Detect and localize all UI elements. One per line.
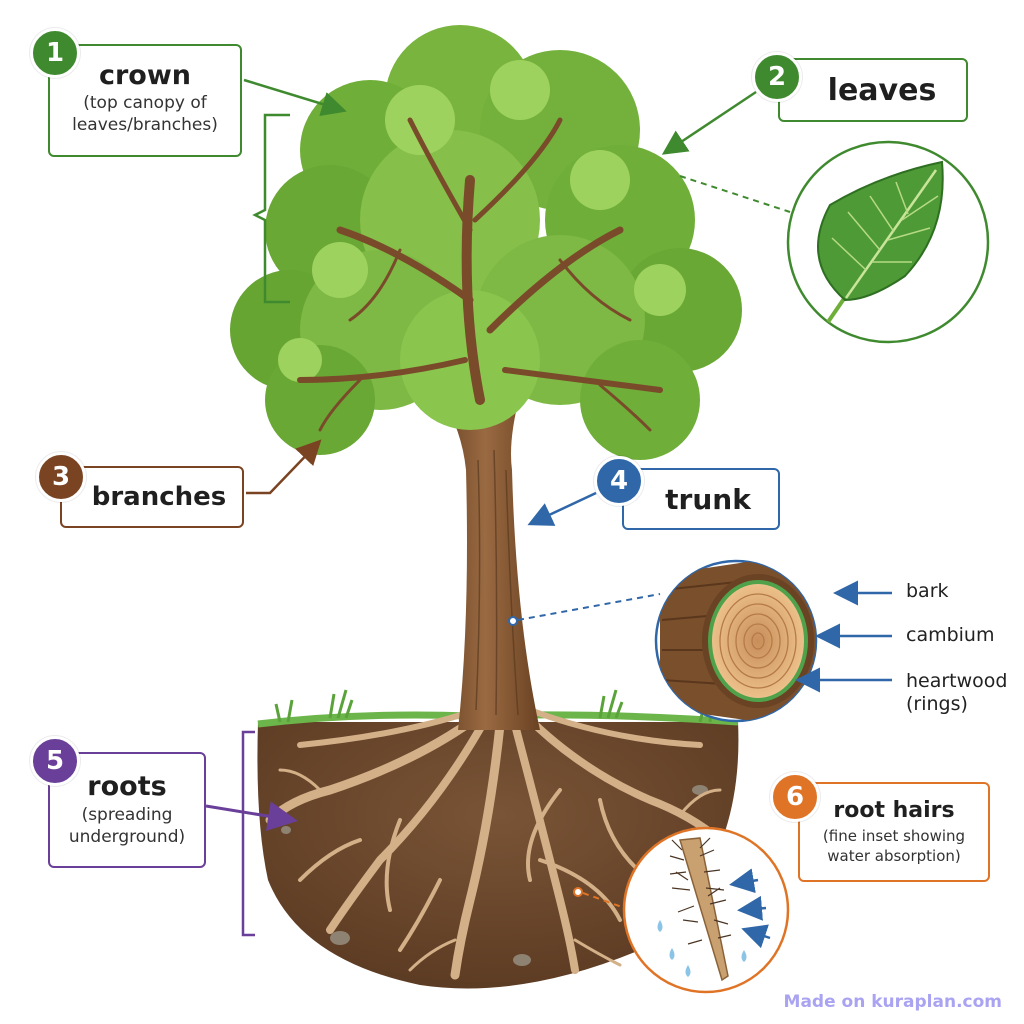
- heartwood-line-2: (rings): [906, 693, 968, 715]
- leaves-number-badge: 2: [752, 52, 802, 102]
- roots-sub-2: underground): [68, 827, 186, 847]
- crown-foliage: [230, 25, 742, 460]
- roots-arrow: [205, 801, 298, 831]
- root-hair-inset: [622, 826, 790, 994]
- trunk-label: trunk: [622, 468, 780, 530]
- crown-number-badge: 1: [30, 28, 80, 78]
- crown-sub-1: (top canopy of: [83, 93, 207, 113]
- roots-title: roots: [87, 771, 167, 802]
- leaves-label: leaves: [778, 58, 968, 122]
- branches-number-badge: 3: [36, 452, 86, 502]
- trunk-inset: [654, 559, 818, 723]
- branches-arrow: [246, 439, 322, 495]
- leaves-arrow: [661, 90, 757, 155]
- branches: [297, 117, 663, 432]
- crown-title: crown: [98, 60, 192, 91]
- root-hairs-sub-2: water absorption): [827, 847, 961, 865]
- leaf-inset: [786, 140, 990, 344]
- root-hairs-title: root hairs: [833, 798, 955, 823]
- root-hairs-number-badge: 6: [770, 772, 820, 822]
- trunk-title: trunk: [665, 482, 751, 516]
- roots-number-badge: 5: [30, 736, 80, 786]
- leaf-inset-connector: [679, 175, 791, 213]
- heartwood-annotation: heartwood (rings): [906, 670, 1008, 716]
- roots-sub-1: (spreading: [81, 805, 173, 825]
- credit-text: Made on kuraplan.com: [783, 992, 1002, 1012]
- trunk-number-badge: 4: [594, 456, 644, 506]
- trunk-inset-connector: [517, 593, 661, 621]
- roots-label: roots (spreading underground): [48, 752, 206, 868]
- trunk: [440, 395, 540, 730]
- crown-bracket: [252, 113, 290, 304]
- crown-sub-2: leaves/branches): [72, 115, 218, 135]
- root-hairs-label: root hairs (fine inset showing water abs…: [798, 782, 990, 882]
- cambium-annotation: cambium: [906, 624, 995, 646]
- soil-stones: [281, 785, 708, 966]
- heartwood-line-1: heartwood: [906, 670, 1008, 692]
- root-hairs-sub-1: (fine inset showing: [822, 827, 966, 845]
- leaves-title: leaves: [827, 72, 937, 108]
- roots-bracket: [241, 730, 255, 937]
- crown-arrow: [243, 78, 347, 117]
- water-arrows: [729, 868, 771, 949]
- trunk-bark-lines: [475, 449, 519, 716]
- branches-label: branches: [60, 466, 244, 528]
- branches-title: branches: [91, 482, 227, 512]
- trunk-arrow: [527, 491, 597, 526]
- crown-label: crown (top canopy of leaves/branches): [48, 44, 242, 157]
- bark-annotation: bark: [906, 580, 949, 602]
